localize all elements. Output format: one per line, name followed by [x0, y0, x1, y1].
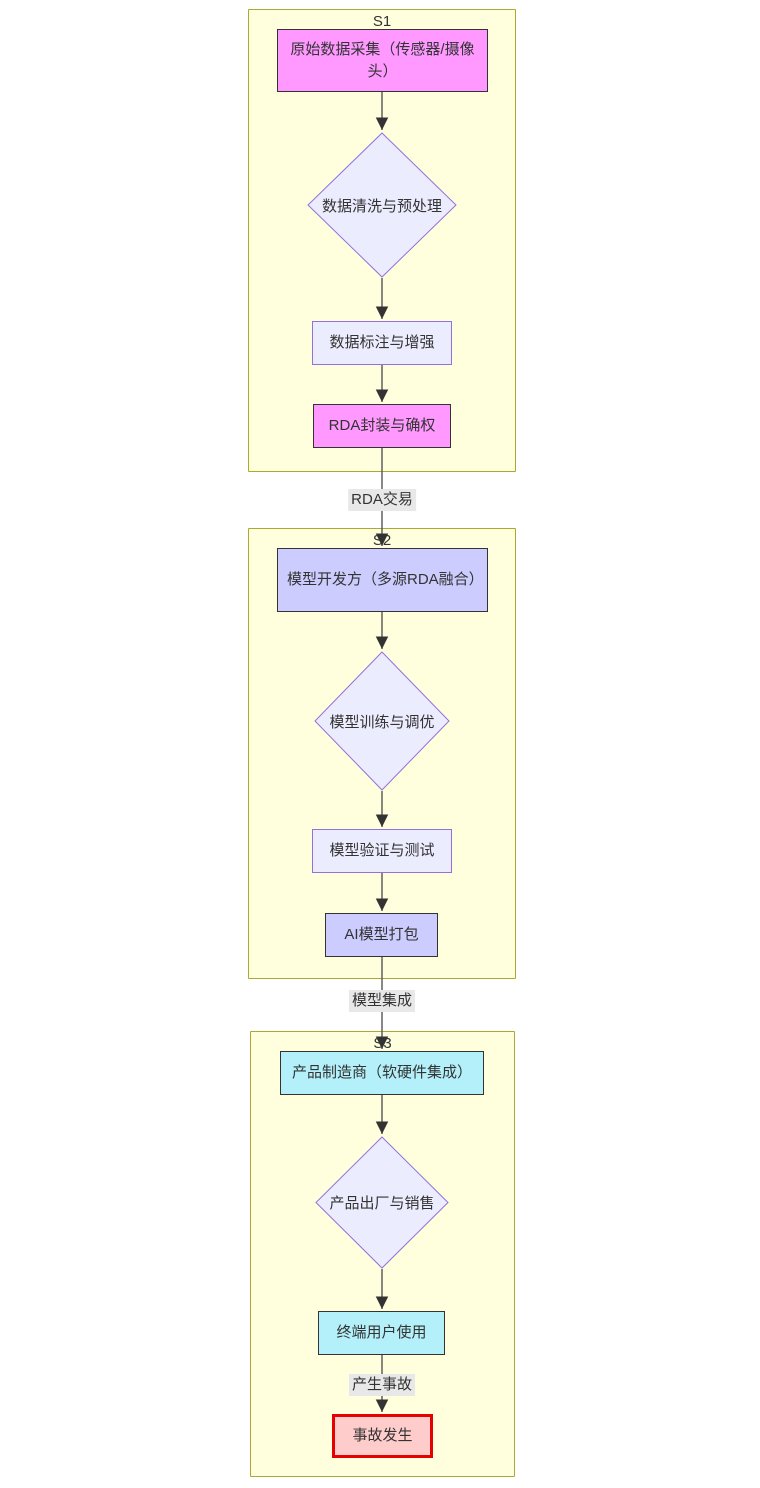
- node-end-user-label: 终端用户使用: [336, 1324, 427, 1342]
- node-data-cleaning: 数据清洗与预处理: [307, 132, 457, 278]
- node-raw-data-collection: 原始数据采集（传感器/摄像头）: [277, 29, 488, 92]
- node-rda-packaging: RDA封装与确权: [313, 404, 451, 448]
- node-product-manufacturer: 产品制造商（软硬件集成）: [280, 1051, 484, 1095]
- node-model-developer-label: 模型开发方（多源RDA融合）: [287, 571, 484, 589]
- node-data-annotation: 数据标注与增强: [312, 321, 452, 365]
- node-model-developer: 模型开发方（多源RDA融合）: [277, 548, 488, 612]
- edge-label-model-integration: 模型集成: [348, 990, 416, 1012]
- subgraph-s1-label: S1: [372, 13, 392, 30]
- diamond-shape: [307, 132, 457, 278]
- node-ai-model-packaging: AI模型打包: [325, 913, 438, 957]
- node-model-validation: 模型验证与测试: [312, 829, 452, 873]
- node-product-sales-label: 产品出厂与销售: [329, 1195, 435, 1212]
- edge-label-accident-occurs: 产生事故: [348, 1374, 416, 1396]
- node-ai-model-packaging-label: AI模型打包: [344, 926, 419, 944]
- node-end-user: 终端用户使用: [318, 1311, 445, 1355]
- diamond-shape: [314, 651, 450, 791]
- node-model-training: 模型训练与调优: [314, 651, 450, 791]
- node-rda-packaging-label: RDA封装与确权: [328, 417, 436, 435]
- node-accident: 事故发生: [332, 1414, 433, 1458]
- node-accident-label: 事故发生: [352, 1427, 413, 1445]
- edge-label-rda-trade: RDA交易: [348, 489, 416, 511]
- node-raw-data-collection-label: 原始数据采集（传感器/摄像头）: [290, 40, 475, 80]
- node-data-cleaning-label: 数据清洗与预处理: [321, 197, 442, 215]
- node-data-annotation-label: 数据标注与增强: [329, 334, 435, 352]
- node-product-sales: 产品出厂与销售: [315, 1136, 449, 1269]
- node-model-training-label: 模型训练与调优: [329, 713, 435, 731]
- node-model-validation-label: 模型验证与测试: [329, 842, 435, 860]
- diamond-shape: [315, 1136, 449, 1269]
- node-product-manufacturer-label: 产品制造商（软硬件集成）: [291, 1064, 472, 1082]
